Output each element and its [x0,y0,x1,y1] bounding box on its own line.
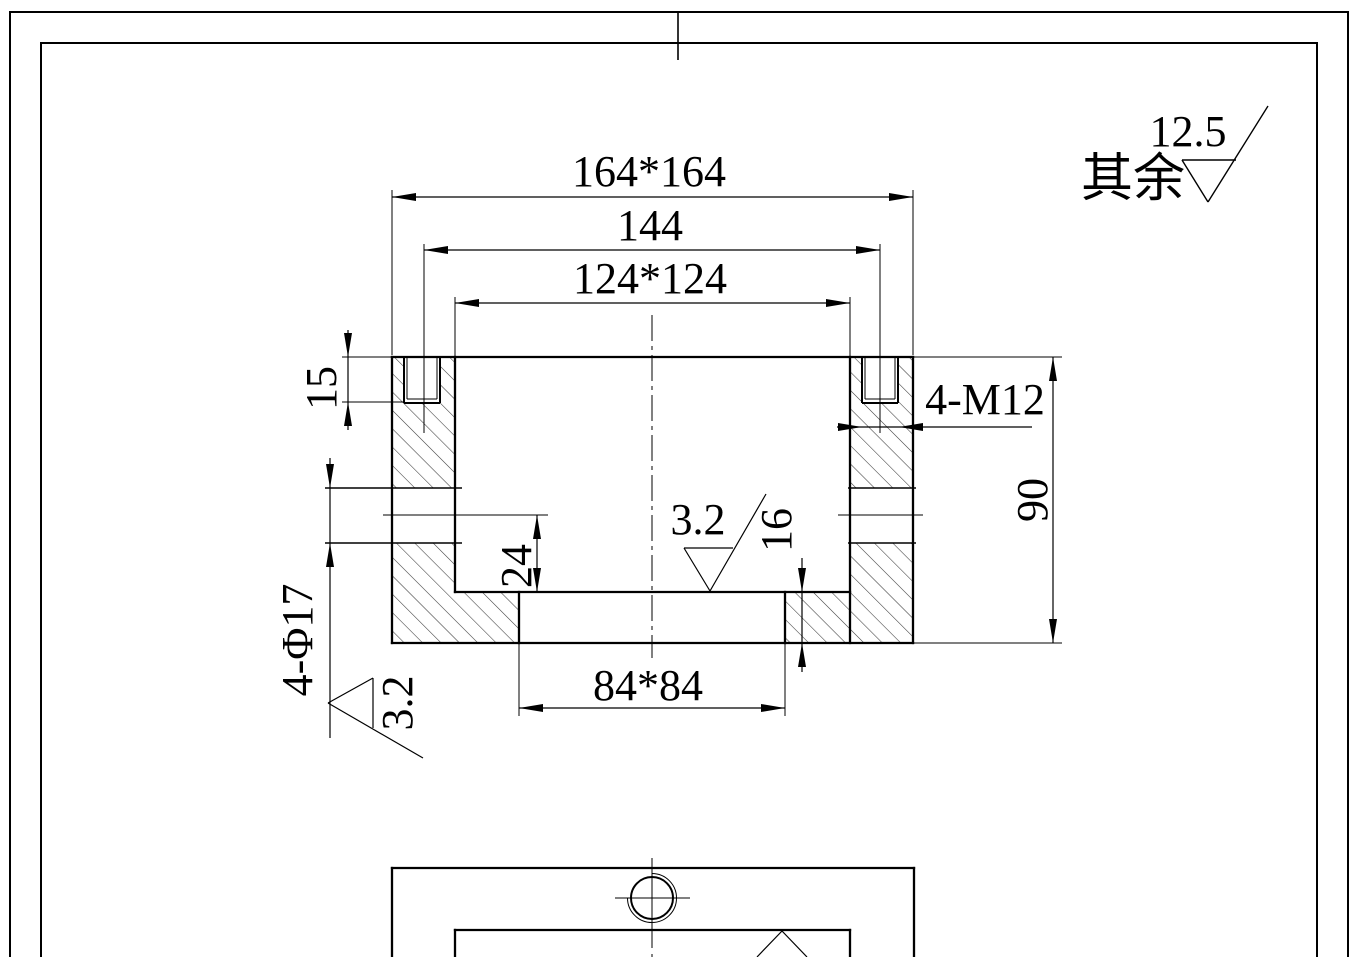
extension-lines [342,190,1062,716]
tapped-hole-right [861,357,899,404]
dim-text-hole-to-floor: 24 [492,544,541,588]
section-outline [390,355,915,645]
hatch-right-wall [785,357,913,643]
dimension-texts: 164*164 144 124*124 15 4-Φ17 3.2 24 3.2 … [273,107,1227,731]
roughness-text-side-hole: 3.2 [373,676,422,731]
roughness-symbol-general [1181,105,1269,203]
side-hole-edges [325,487,916,544]
border-frame [9,11,1349,957]
roughness-text-floor: 3.2 [671,495,726,544]
dim-text-pocket-opening: 124*124 [573,254,727,303]
tapped-hole-left [403,357,441,404]
dim-text-side-holes: 4-Φ17 [273,584,322,697]
arrowheads [326,193,1057,712]
dim-text-tap-holes: 4-M12 [925,375,1045,424]
thread-arc [627,873,677,923]
general-roughness-prefix: 其余 [1081,151,1185,208]
outer-border [9,11,1349,957]
general-roughness-value: 12.5 [1150,107,1227,156]
dim-text-outer-square: 164*164 [572,147,726,196]
dim-text-bolt-spacing: 144 [617,201,683,250]
dim-text-tap-depth: 15 [297,366,346,410]
roughness-symbol-plan [756,930,808,957]
dim-text-bottom-opening: 84*84 [593,661,703,710]
roughness-symbol-side-hole [327,677,424,759]
centerlines [383,244,923,658]
dim-text-total-height: 90 [1008,478,1057,522]
roughness-symbol-floor [683,493,767,592]
plan-view [390,858,916,957]
dim-text-base-step: 16 [752,508,801,552]
inner-border [40,42,1318,957]
